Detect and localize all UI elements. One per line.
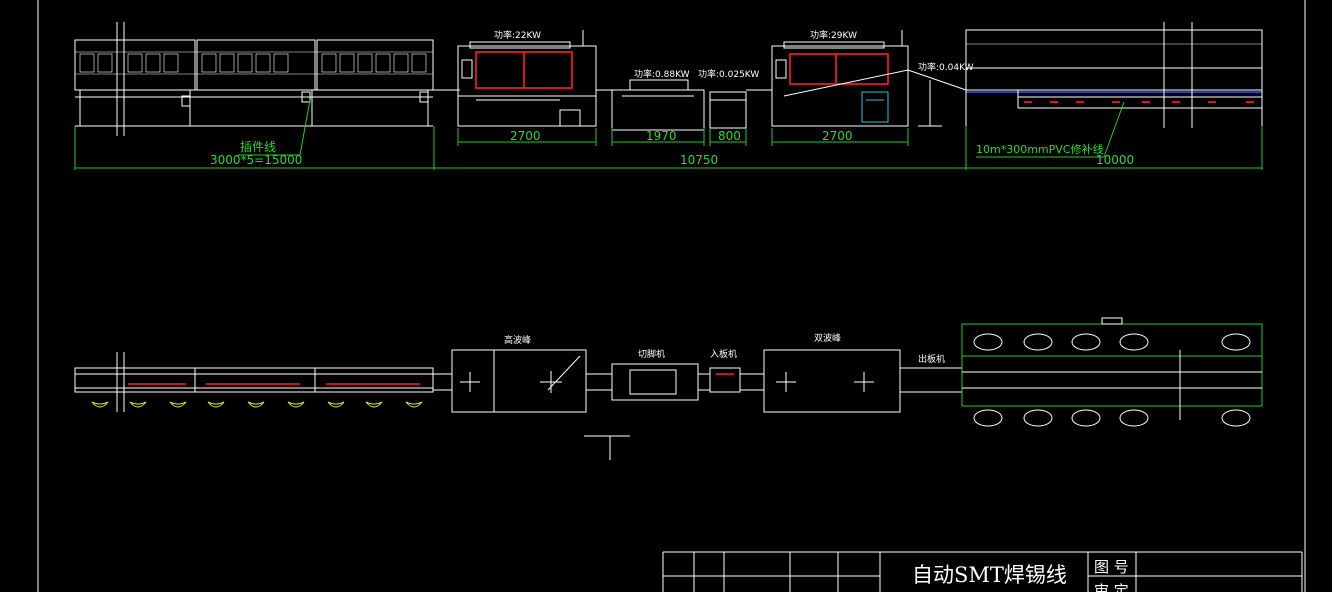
wave2-plan-label: 双波峰	[814, 332, 841, 344]
repair-line-plan	[961, 317, 1263, 427]
approval-label: 审 定	[1094, 582, 1129, 592]
elevation-dimensions: 3000*5=15000 2700 1970 800 2700 10750 10…	[74, 99, 1263, 170]
cutter-power-label: 功率:0.88KW	[634, 68, 690, 80]
unloader-elevation: 功率:0.04KW	[907, 61, 974, 127]
insert-line-plan	[74, 352, 452, 412]
repair-line-dimension: 10000	[1096, 153, 1134, 167]
repair-line-note: 10m*300mmPVC修补线	[976, 142, 1103, 156]
cutter-dimension: 1970	[646, 129, 677, 143]
wave-solder-1-plan: 高波峰	[451, 334, 587, 413]
loader-dimension: 800	[718, 129, 741, 143]
cutter-plan: 切脚机	[584, 348, 699, 460]
insert-line-elevation	[74, 22, 460, 136]
wave-solder-2-elevation: 功率:29KW	[771, 29, 909, 127]
loader-power-label: 功率:0.025KW	[698, 68, 759, 80]
unloader-plan-label: 出板机	[918, 353, 945, 365]
repair-line-elevation	[965, 22, 1263, 128]
insert-line-note: 插件线	[240, 140, 276, 154]
wave-solder-2-plan: 双波峰	[763, 332, 901, 413]
insert-line-dimension: 3000*5=15000	[210, 153, 302, 167]
loader-plan: 入板机	[709, 348, 741, 393]
wave1-plan-label: 高波峰	[504, 334, 531, 346]
drawing-title: 自动SMT焊锡线	[912, 563, 1067, 587]
wave-solder-1-elevation: 功率:22KW	[457, 29, 612, 127]
wave2-dimension: 2700	[822, 129, 853, 143]
loader-elevation: 功率:0.025KW	[698, 68, 772, 129]
wave2-power-label: 功率:29KW	[810, 29, 857, 41]
middle-total-dimension: 10750	[680, 153, 718, 167]
drawing-frame	[37, 0, 1306, 592]
title-block: 自动SMT焊锡线 图 号 审 定	[662, 551, 1303, 592]
wave1-dimension: 2700	[510, 129, 541, 143]
unloader-power-label: 功率:0.04KW	[918, 61, 974, 73]
cutter-elevation: 功率:0.88KW	[611, 68, 705, 131]
drawing-number-label: 图 号	[1094, 558, 1129, 576]
loader-plan-label: 入板机	[710, 348, 737, 360]
cutter-plan-label: 切脚机	[638, 348, 665, 360]
wave1-power-label: 功率:22KW	[494, 29, 541, 41]
